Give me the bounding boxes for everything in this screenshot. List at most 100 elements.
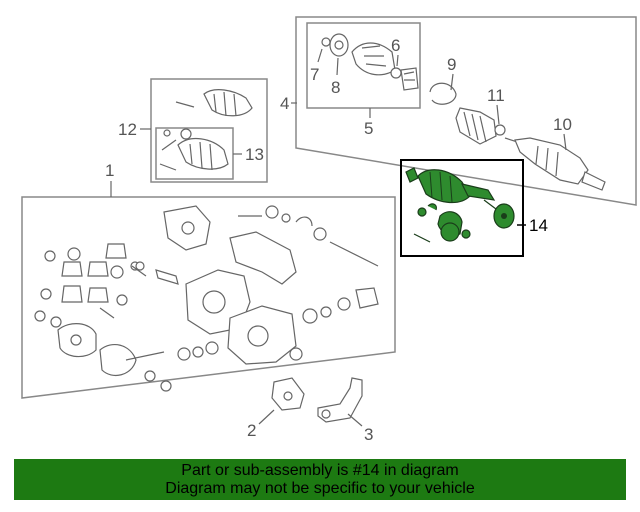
seal-1 <box>313 227 327 241</box>
part-2-hole <box>283 391 293 401</box>
part-10-boot-ribs <box>535 145 559 177</box>
part-13-clip <box>163 129 171 137</box>
group-1: 1 <box>21 161 396 399</box>
part-14-ring <box>440 222 460 242</box>
gear-4 <box>61 285 83 303</box>
flange <box>355 287 379 309</box>
part-3-hole <box>321 409 331 419</box>
part-12-band <box>175 101 195 108</box>
diff-housing-parts <box>135 205 379 365</box>
leader-6 <box>396 54 399 67</box>
part-14-clip <box>417 207 427 217</box>
callout-1[interactable]: 1 <box>105 161 114 180</box>
callout-5[interactable]: 5 <box>364 119 373 138</box>
part-12-boot <box>203 89 253 117</box>
pin-1 <box>99 307 115 319</box>
stud <box>155 269 179 285</box>
leader-3 <box>347 413 363 427</box>
washer-15 <box>192 346 204 358</box>
washer-1 <box>44 250 56 262</box>
part-9-clamp <box>429 82 457 105</box>
part-11-clamp <box>494 124 506 136</box>
callout-10[interactable]: 10 <box>553 115 572 134</box>
gear-3 <box>105 243 127 259</box>
part-5-housing <box>400 67 419 91</box>
ring-gear <box>99 343 137 377</box>
group-4: 4 5 7 8 6 9 11 10 <box>280 16 637 206</box>
extension-housing <box>229 231 297 285</box>
part-7-ring <box>321 37 331 47</box>
part-4-boot-ribs <box>463 111 487 143</box>
part-12-boot-ribs <box>213 91 237 117</box>
group-12-outline <box>150 78 268 183</box>
snap-ring <box>295 216 313 227</box>
gear-1 <box>61 261 83 277</box>
group-14-outline <box>400 159 524 257</box>
gear-5 <box>87 287 109 303</box>
washer-16 <box>205 341 219 355</box>
part-14-stub <box>405 167 419 183</box>
seal-2 <box>302 308 318 324</box>
part-13-boot <box>177 137 229 170</box>
part-10-stub <box>581 171 606 191</box>
carrier-cover-boss <box>202 290 226 314</box>
washer-17 <box>289 347 303 361</box>
washer-7 <box>34 310 46 322</box>
part-3-group: 3 <box>317 377 373 444</box>
diff-case-hole <box>70 334 82 346</box>
callout-6[interactable]: 6 <box>391 36 400 55</box>
callout-8[interactable]: 8 <box>331 78 340 97</box>
callout-12[interactable]: 12 <box>118 120 137 139</box>
part-6-ring <box>390 67 402 79</box>
callout-7[interactable]: 7 <box>310 65 319 84</box>
callout-11[interactable]: 11 <box>487 86 505 105</box>
part-5-joint <box>351 42 396 76</box>
part-13-band-2 <box>161 139 177 151</box>
part-5-ribs <box>361 45 387 67</box>
washer-3 <box>110 265 124 279</box>
part-5-housing-ribs <box>403 71 415 81</box>
part-14-snap <box>427 203 437 211</box>
axle-shaft <box>329 241 379 267</box>
part-14-ring-2 <box>461 229 471 239</box>
washer-18 <box>135 261 145 271</box>
carrier-bracket-hole <box>181 221 195 235</box>
pin-2 <box>131 265 147 277</box>
part-14-inner-ribs <box>429 171 453 203</box>
group-4-outline <box>295 16 637 206</box>
callout-2[interactable]: 2 <box>247 421 256 440</box>
diff-carrier-boss <box>247 325 269 347</box>
washer-5 <box>40 288 52 300</box>
part-13-ring <box>180 128 192 140</box>
leader-7 <box>317 48 323 63</box>
part-14-inner-joint <box>417 169 471 204</box>
part-14-outer-hole <box>501 213 507 219</box>
group-1-outline <box>21 196 396 399</box>
leader-2 <box>258 409 275 425</box>
group-5-outline <box>306 22 421 109</box>
diff-small-parts <box>34 243 179 392</box>
gear-2 <box>87 261 109 277</box>
callout-14[interactable]: 14 <box>529 216 548 235</box>
part-14-band <box>413 233 431 243</box>
part-13-boot-ribs <box>189 141 213 171</box>
washer-11 <box>281 213 291 223</box>
banner-line-2: Diagram may not be specific to your vehi… <box>165 480 475 497</box>
nut-1 <box>265 205 279 219</box>
washer-2 <box>67 247 81 261</box>
washer-13 <box>337 297 351 311</box>
group-12: 12 13 <box>118 78 268 183</box>
washer-14 <box>177 347 191 361</box>
callout-3[interactable]: 3 <box>364 425 373 444</box>
part-10-outer-joint <box>514 137 589 185</box>
leader-11 <box>496 104 500 125</box>
washer-10 <box>160 380 172 392</box>
banner-line-1: Part or sub-assembly is #14 in diagram <box>181 462 459 479</box>
info-banner: Part or sub-assembly is #14 in diagram D… <box>14 459 626 500</box>
callout-4[interactable]: 4 <box>280 94 289 113</box>
callout-13[interactable]: 13 <box>245 145 264 164</box>
washer-8 <box>50 316 62 328</box>
washer-6 <box>116 294 128 306</box>
callout-9[interactable]: 9 <box>447 55 456 74</box>
